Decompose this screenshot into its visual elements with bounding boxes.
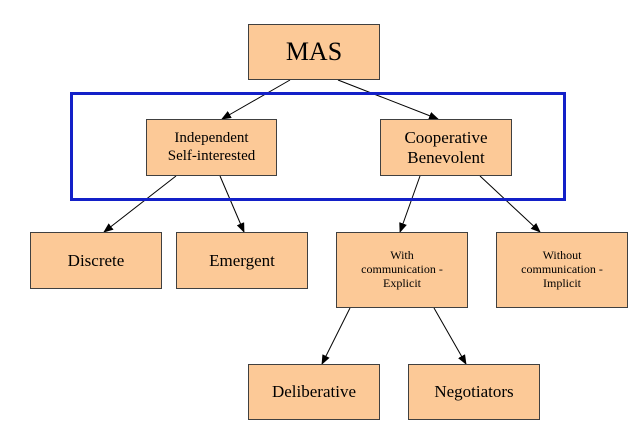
node-label-line: Explicit — [383, 275, 421, 290]
edge-with-deliberative — [321, 307, 351, 365]
node-discrete: Discrete — [30, 232, 162, 289]
node-emergent: Emergent — [176, 232, 308, 289]
node-label-line: Benevolent — [407, 147, 485, 167]
node-label-line: Deliberative — [271, 382, 356, 402]
node-label-line: Independent — [174, 130, 249, 147]
edge-with-negotiators — [433, 307, 467, 365]
node-mas: MAS — [248, 24, 380, 80]
node-label-line: Self-interested — [167, 147, 256, 164]
node-label-line: Without — [542, 248, 582, 263]
node-deliberative: Deliberative — [248, 364, 380, 420]
node-cooperative-benevolent: Cooperative Benevolent — [380, 119, 512, 176]
level1-highlight-frame — [70, 92, 566, 201]
node-without-communication-implicit: Without communication - Implicit — [496, 232, 628, 308]
node-label-line: With — [390, 248, 414, 263]
node-label-line: communication - — [361, 262, 443, 277]
edge-independent-discrete — [103, 175, 177, 233]
edge-mas-cooperative — [337, 79, 439, 120]
edge-independent-emergent — [219, 175, 245, 233]
edge-mas-independent — [221, 79, 291, 120]
node-negotiators: Negotiators — [408, 364, 540, 420]
edge-cooperative-with — [399, 175, 421, 233]
node-label-line: Emergent — [209, 250, 275, 270]
node-label-line: Cooperative — [404, 127, 488, 147]
node-with-communication-explicit: With communication - Explicit — [336, 232, 468, 308]
node-independent-self-interested: Independent Self-interested — [146, 119, 277, 176]
node-label-line: Implicit — [543, 275, 581, 290]
node-label-line: communication - — [521, 262, 603, 277]
node-label-line: Negotiators — [434, 382, 514, 402]
edge-cooperative-without — [479, 175, 541, 233]
node-label-line: Discrete — [67, 250, 125, 270]
node-mas-label: MAS — [285, 37, 343, 67]
